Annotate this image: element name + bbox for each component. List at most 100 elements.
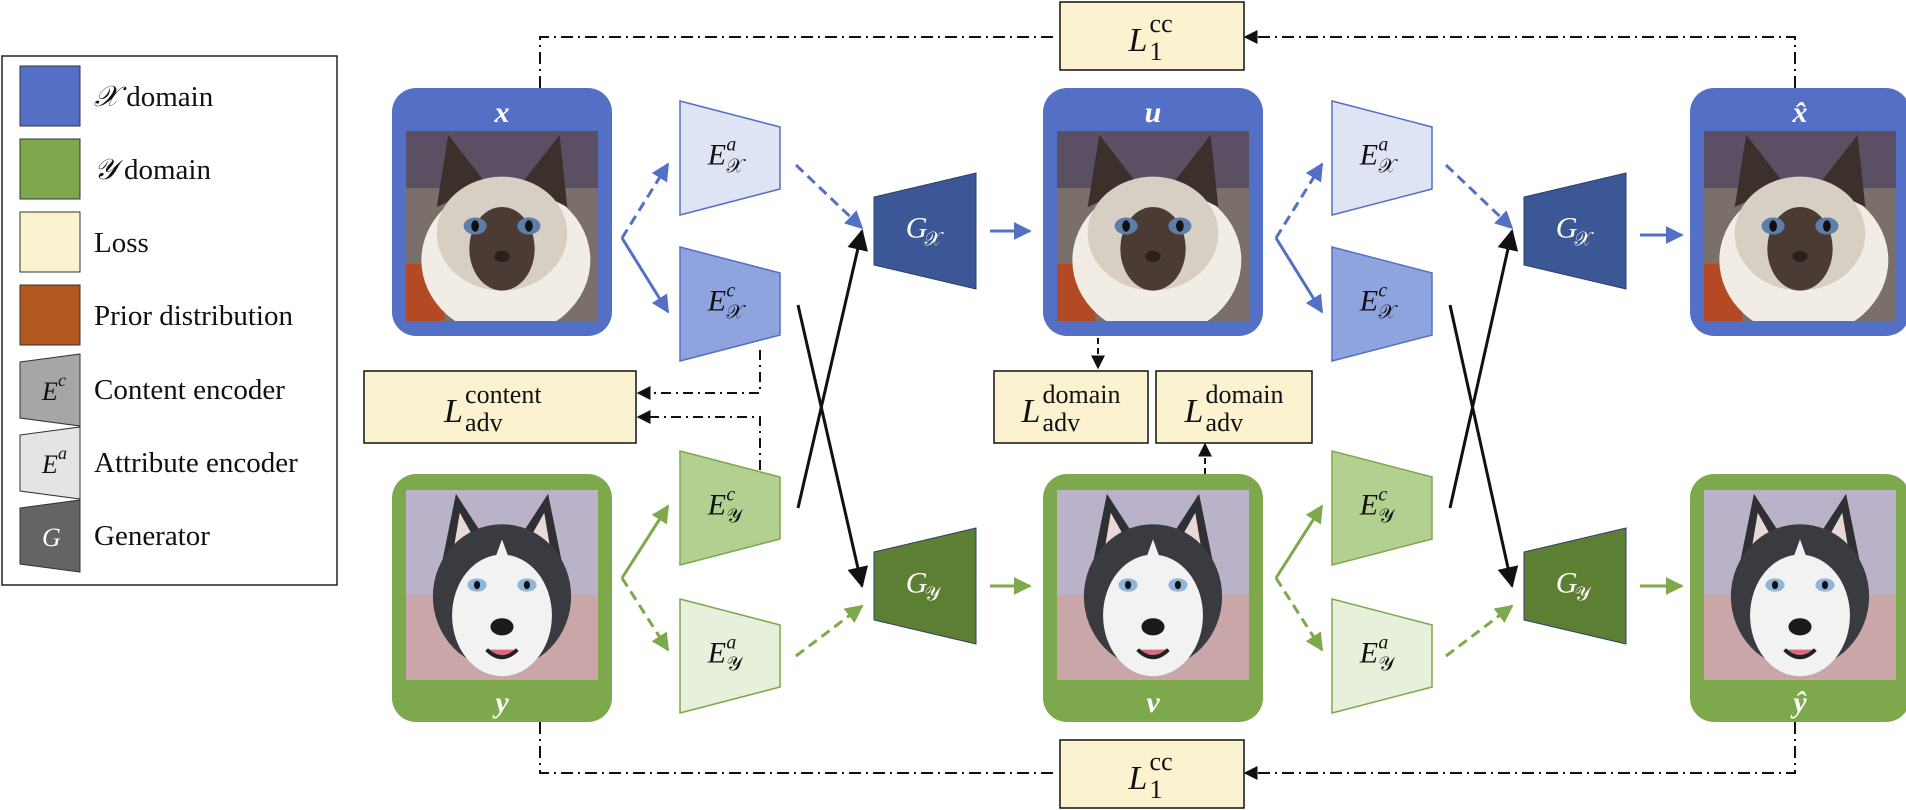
- encoder-ea_y-first-label-sub: 𝒴: [726, 654, 743, 676]
- legend-item-0: 𝒳 domain: [19, 65, 214, 127]
- image-cat-photo: [406, 131, 598, 321]
- content-adv-arrow-from-y: [636, 410, 761, 470]
- encoder-ec_y-second-shape: [1331, 450, 1433, 566]
- image-label-u: u: [1145, 96, 1162, 129]
- image-cat-photo: [1057, 131, 1249, 321]
- encoder-ea_y-second-label-sup: a: [1378, 631, 1388, 653]
- loss-box-cc-bottom-sub: 1: [1150, 775, 1163, 804]
- legend-label-6: Generator: [94, 520, 210, 552]
- x-to-attr-enc-arrow: [620, 162, 670, 239]
- image-husky-photo: [1057, 490, 1249, 680]
- legend-label-text-6: Generator: [94, 520, 210, 552]
- encoder-ea_x-first-label-base: E: [707, 139, 726, 172]
- x-attr-to-gx-arrow: [794, 163, 864, 230]
- generator-g_y-first-label: G𝒴: [906, 567, 942, 606]
- encoder-ea_x-second-shape: [1331, 100, 1433, 216]
- encoder-ea_y-first-label-base: E: [707, 637, 726, 670]
- generator-g_x-first: G𝒳: [873, 172, 977, 290]
- image-card-u: u: [1043, 88, 1263, 336]
- loss-box-cc-top-sub: 1: [1150, 37, 1163, 66]
- image-card-x: x: [392, 88, 612, 336]
- y-to-attr-enc-arrow: [620, 577, 670, 652]
- y-content-to-gx-arrow: [796, 228, 868, 509]
- image-label-y_hat: ŷ: [1790, 686, 1807, 719]
- loss-box-cc-top-sup: cc: [1150, 9, 1173, 38]
- connectors: [539, 30, 1796, 780]
- cc-bottom-line: [539, 722, 1058, 774]
- encoder-ec_x-first-shape: [679, 246, 781, 362]
- legend-label-text-3: Prior distribution: [94, 300, 293, 332]
- legend-label-1: 𝒴 domain: [94, 154, 211, 186]
- legend-label-text-1: domain: [124, 154, 211, 186]
- generator-g_x-first-shape: [873, 172, 977, 290]
- y-attr-to-gy-arrow: [795, 604, 864, 658]
- generator-g_x-second-label: G𝒳: [1556, 212, 1595, 251]
- v-to-content-enc-arrow: [1274, 504, 1324, 579]
- loss-box-domain-adv-left-symbol: L: [1020, 393, 1040, 430]
- loss-box-domain-adv-right-symbol: L: [1183, 393, 1203, 430]
- loss-box-content-adv-frame: [363, 370, 637, 444]
- generator-g_x-second-label-sub: 𝒳: [1574, 229, 1594, 251]
- legend-label-symbol-1: 𝒴: [94, 154, 124, 186]
- encoder-ea_y-second-label-sub: 𝒴: [1378, 654, 1395, 676]
- legend-label-text-4: Content encoder: [94, 374, 285, 406]
- legend-item-3: Prior distribution: [19, 284, 293, 346]
- encoder-ea_x-first-label-sup: a: [726, 133, 736, 155]
- image-label-v: v: [1146, 686, 1160, 719]
- loss-box-cc-top-frame: [1059, 1, 1245, 71]
- encoder-ea_y-first-shape: [679, 598, 781, 714]
- generator-g_y-second-label: G𝒴: [1556, 567, 1592, 606]
- loss-box-domain-adv-right-sub: adv: [1206, 408, 1244, 437]
- cc-top-line: [539, 36, 1058, 88]
- encoder-ec_y-second-label-base: E: [1359, 489, 1378, 522]
- image-label-y: y: [492, 686, 509, 719]
- generator-g_x-first-label-base: G: [906, 212, 928, 245]
- loss-box-domain-adv-left-sub: adv: [1043, 408, 1081, 437]
- legend-label-5: Attribute encoder: [94, 447, 298, 479]
- generator-g_x-second-label-base: G: [1556, 212, 1578, 245]
- legend-label-3: Prior distribution: [94, 300, 293, 332]
- image-husky-photo: [1704, 490, 1896, 680]
- encoder-ea_x-second-label-base: E: [1359, 139, 1378, 172]
- loss-box-content-adv-symbol: L: [443, 393, 463, 430]
- v-to-attr-enc-arrow: [1274, 577, 1324, 652]
- legend-swatch-sup-4: c: [58, 370, 66, 390]
- generator-g_x-second: G𝒳: [1523, 172, 1627, 290]
- legend-swatch-2: [19, 211, 81, 273]
- legend-swatch-symbol-5: E: [41, 450, 58, 479]
- legend-label-text-5: Attribute encoder: [94, 447, 298, 479]
- v-attr-to-gy-arrow: [1445, 604, 1514, 658]
- encoder-ea_y-first-label-sup: a: [726, 631, 736, 653]
- encoder-ec_y-second-label-sub: 𝒴: [1378, 506, 1395, 528]
- encoder-ec_y-first-label-base: E: [707, 489, 726, 522]
- encoder-ea_y-second-label-base: E: [1359, 637, 1378, 670]
- legend-item-2: Loss: [19, 211, 149, 273]
- legend-swatch-0: [19, 65, 81, 127]
- x-to-content-enc-arrow: [620, 237, 670, 314]
- u-attr-to-gx-arrow: [1444, 163, 1514, 230]
- generator-g_x-second-shape: [1523, 172, 1627, 290]
- encoder-ec_y-first-label-sup: c: [726, 483, 735, 505]
- loss-box-cc-bottom-frame: [1059, 739, 1245, 809]
- image-husky-photo: [406, 490, 598, 680]
- generator-g_y-first-label-sub: 𝒴: [924, 584, 941, 606]
- encoder-ec_x-first-label-sup: c: [726, 279, 735, 301]
- cc-bottom-arrow: [1243, 722, 1796, 780]
- image-card-y: y: [392, 474, 612, 722]
